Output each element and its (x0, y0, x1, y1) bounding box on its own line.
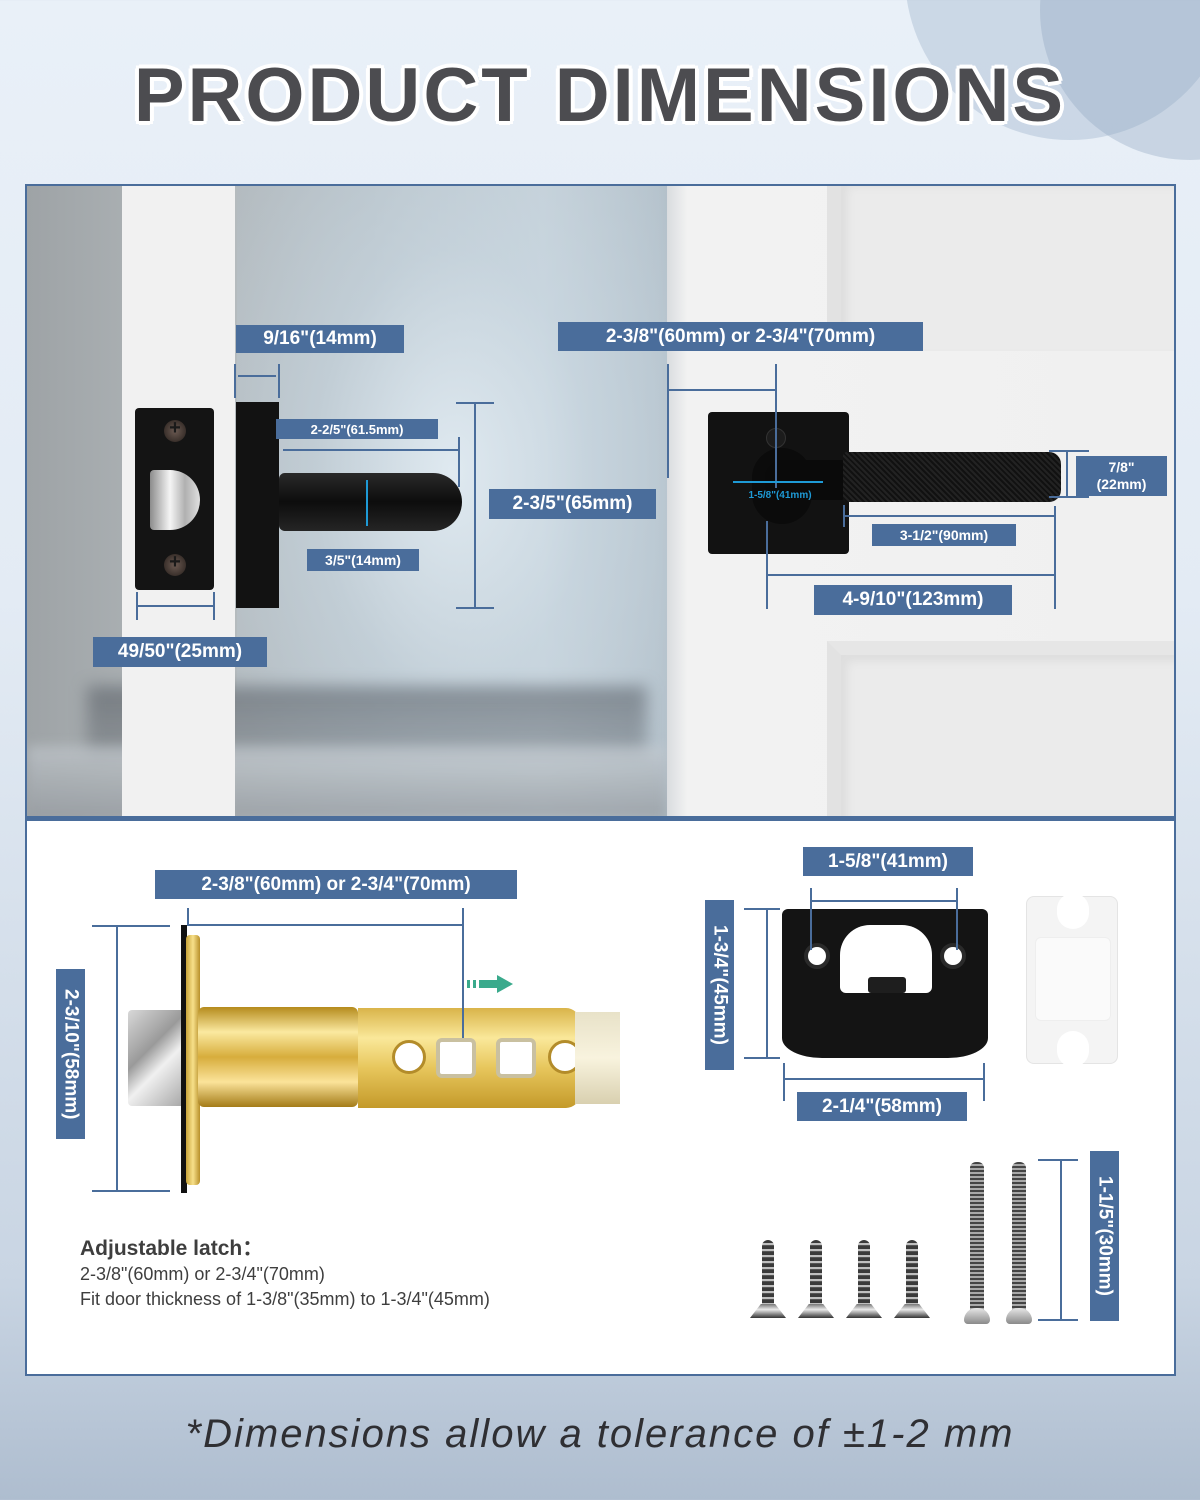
dim-label-grip-length: 3-1/2"(90mm) (872, 524, 1016, 546)
dim-label-lever-length: 4-9/10"(123mm) (814, 585, 1012, 615)
rose-side-image (236, 402, 279, 608)
dim-label-rose-height: 2-3/5"(65mm) (489, 489, 656, 519)
dim-arrow (238, 375, 276, 377)
dim-line (92, 925, 170, 927)
dim-line (456, 607, 494, 609)
latch-hole (392, 1040, 426, 1074)
dim-line (810, 888, 812, 950)
dim-arrow-highlight (366, 480, 368, 526)
dim-label-grip-diameter-line1: 7/8" (1108, 459, 1135, 475)
dim-arrow (669, 389, 775, 391)
screw-hole (940, 943, 966, 969)
latch-tail-image (575, 1012, 620, 1104)
spindle-hole-60mm (436, 1038, 476, 1078)
dim-line (92, 1190, 170, 1192)
dim-label-strike-width: 49/50"(25mm) (93, 637, 267, 667)
dim-line (187, 908, 189, 926)
dim-label-grip-diameter: 7/8" (22mm) (1076, 456, 1167, 496)
dim-line (456, 402, 494, 404)
strike-plate-image (782, 909, 988, 1058)
dim-label-screw-length: 1-1/5"(30mm) (1090, 1151, 1119, 1321)
dim-label-strike-height: 1-3/4"(45mm) (705, 900, 734, 1070)
wood-screw-image (846, 1240, 882, 1324)
dim-line (775, 364, 777, 488)
door-panel-lower (827, 641, 1174, 816)
shim-pad-image (1026, 893, 1118, 1067)
dim-label-lever-projection: 2-2/5"(61.5mm) (276, 419, 438, 439)
dim-label-hole-spacing: 1-5/8"(41mm) (803, 847, 973, 876)
dim-label-lever-thickness: 3/5"(14mm) (307, 549, 419, 571)
dim-arrow (283, 449, 458, 451)
dim-line (956, 888, 958, 950)
dim-line (1049, 450, 1089, 452)
dim-arrow (1060, 1161, 1062, 1319)
dim-line (744, 908, 780, 910)
latch-faceplate-image (186, 935, 200, 1185)
dim-arrow-highlight (733, 481, 823, 483)
dim-line (783, 1063, 785, 1101)
dim-line (136, 592, 138, 620)
wood-screw-image (750, 1240, 786, 1324)
dim-line (278, 364, 280, 398)
latch-faceplate-edge (181, 925, 187, 1193)
dim-line (1049, 496, 1089, 498)
wood-screw-image (798, 1240, 834, 1324)
dim-label-rose-depth: 9/16"(14mm) (236, 325, 404, 353)
dim-arrow (474, 404, 476, 607)
machine-screw-image (1006, 1158, 1032, 1326)
dim-label-strike-width: 2-1/4"(58mm) (797, 1092, 967, 1121)
dim-line (1038, 1319, 1078, 1321)
page-title: PRODUCT DIMENSIONS (133, 53, 1067, 138)
dim-arrow (812, 900, 956, 902)
dim-label-grip-diameter-line2: (22mm) (1096, 476, 1147, 492)
dim-line (234, 364, 236, 398)
dim-line (213, 592, 215, 620)
dim-arrow (768, 574, 1054, 576)
dim-line (667, 364, 669, 478)
dim-arrow (189, 924, 462, 926)
machine-screw-image (964, 1158, 990, 1326)
dim-line (462, 908, 464, 1038)
screw-icon (164, 551, 186, 576)
dim-line (983, 1063, 985, 1101)
dim-arrow (785, 1078, 983, 1080)
dim-line (843, 505, 845, 527)
latch-housing-image (198, 1007, 358, 1107)
dim-arrow (843, 515, 1055, 517)
arrow-right-icon (467, 975, 513, 993)
lever-side-image (279, 473, 462, 531)
dim-label-latch-backset: 2-3/8"(60mm) or 2-3/4"(70mm) (155, 870, 517, 899)
note-line: Fit door thickness of 1-3/8"(35mm) to 1-… (80, 1289, 490, 1309)
shim-center (1035, 937, 1111, 1021)
wood-screw-image (894, 1240, 930, 1324)
note-heading: Adjustable latch： (80, 1237, 264, 1260)
screw-icon (164, 417, 186, 442)
latch-bolt-image (150, 470, 200, 530)
dim-arrow (1066, 452, 1068, 496)
lever-neck-image (765, 460, 845, 500)
dim-arrow (138, 605, 213, 607)
dim-line (458, 437, 460, 487)
dim-line (1038, 1159, 1078, 1161)
dim-line (744, 1057, 780, 1059)
latch-bolt-image (128, 1010, 182, 1106)
dim-label-hub-spacing: 1-5/8"(41mm) (748, 489, 812, 501)
note-line: 2-3/8"(60mm) or 2-3/4"(70mm) (80, 1264, 325, 1284)
dim-line (1054, 506, 1056, 609)
dim-line (766, 521, 768, 609)
adjustable-latch-note: Adjustable latch： 2-3/8"(60mm) or 2-3/4"… (80, 1232, 490, 1312)
spindle-hole-70mm (496, 1038, 536, 1078)
shim-notch (1057, 893, 1089, 929)
knurled-lever-image (843, 452, 1061, 502)
latch-adjustable-bar (358, 1008, 582, 1108)
dim-arrow (766, 910, 768, 1057)
screw-hole (804, 943, 830, 969)
strike-tab (868, 977, 906, 993)
dim-label-backset: 2-3/8"(60mm) or 2-3/4"(70mm) (558, 322, 923, 351)
shim-notch (1057, 1031, 1089, 1067)
dim-arrow (116, 927, 118, 1190)
tolerance-footnote: *Dimensions allow a tolerance of ±1-2 mm (185, 1412, 1015, 1456)
dim-label-latch-height: 2-3/10"(58mm) (56, 969, 85, 1139)
